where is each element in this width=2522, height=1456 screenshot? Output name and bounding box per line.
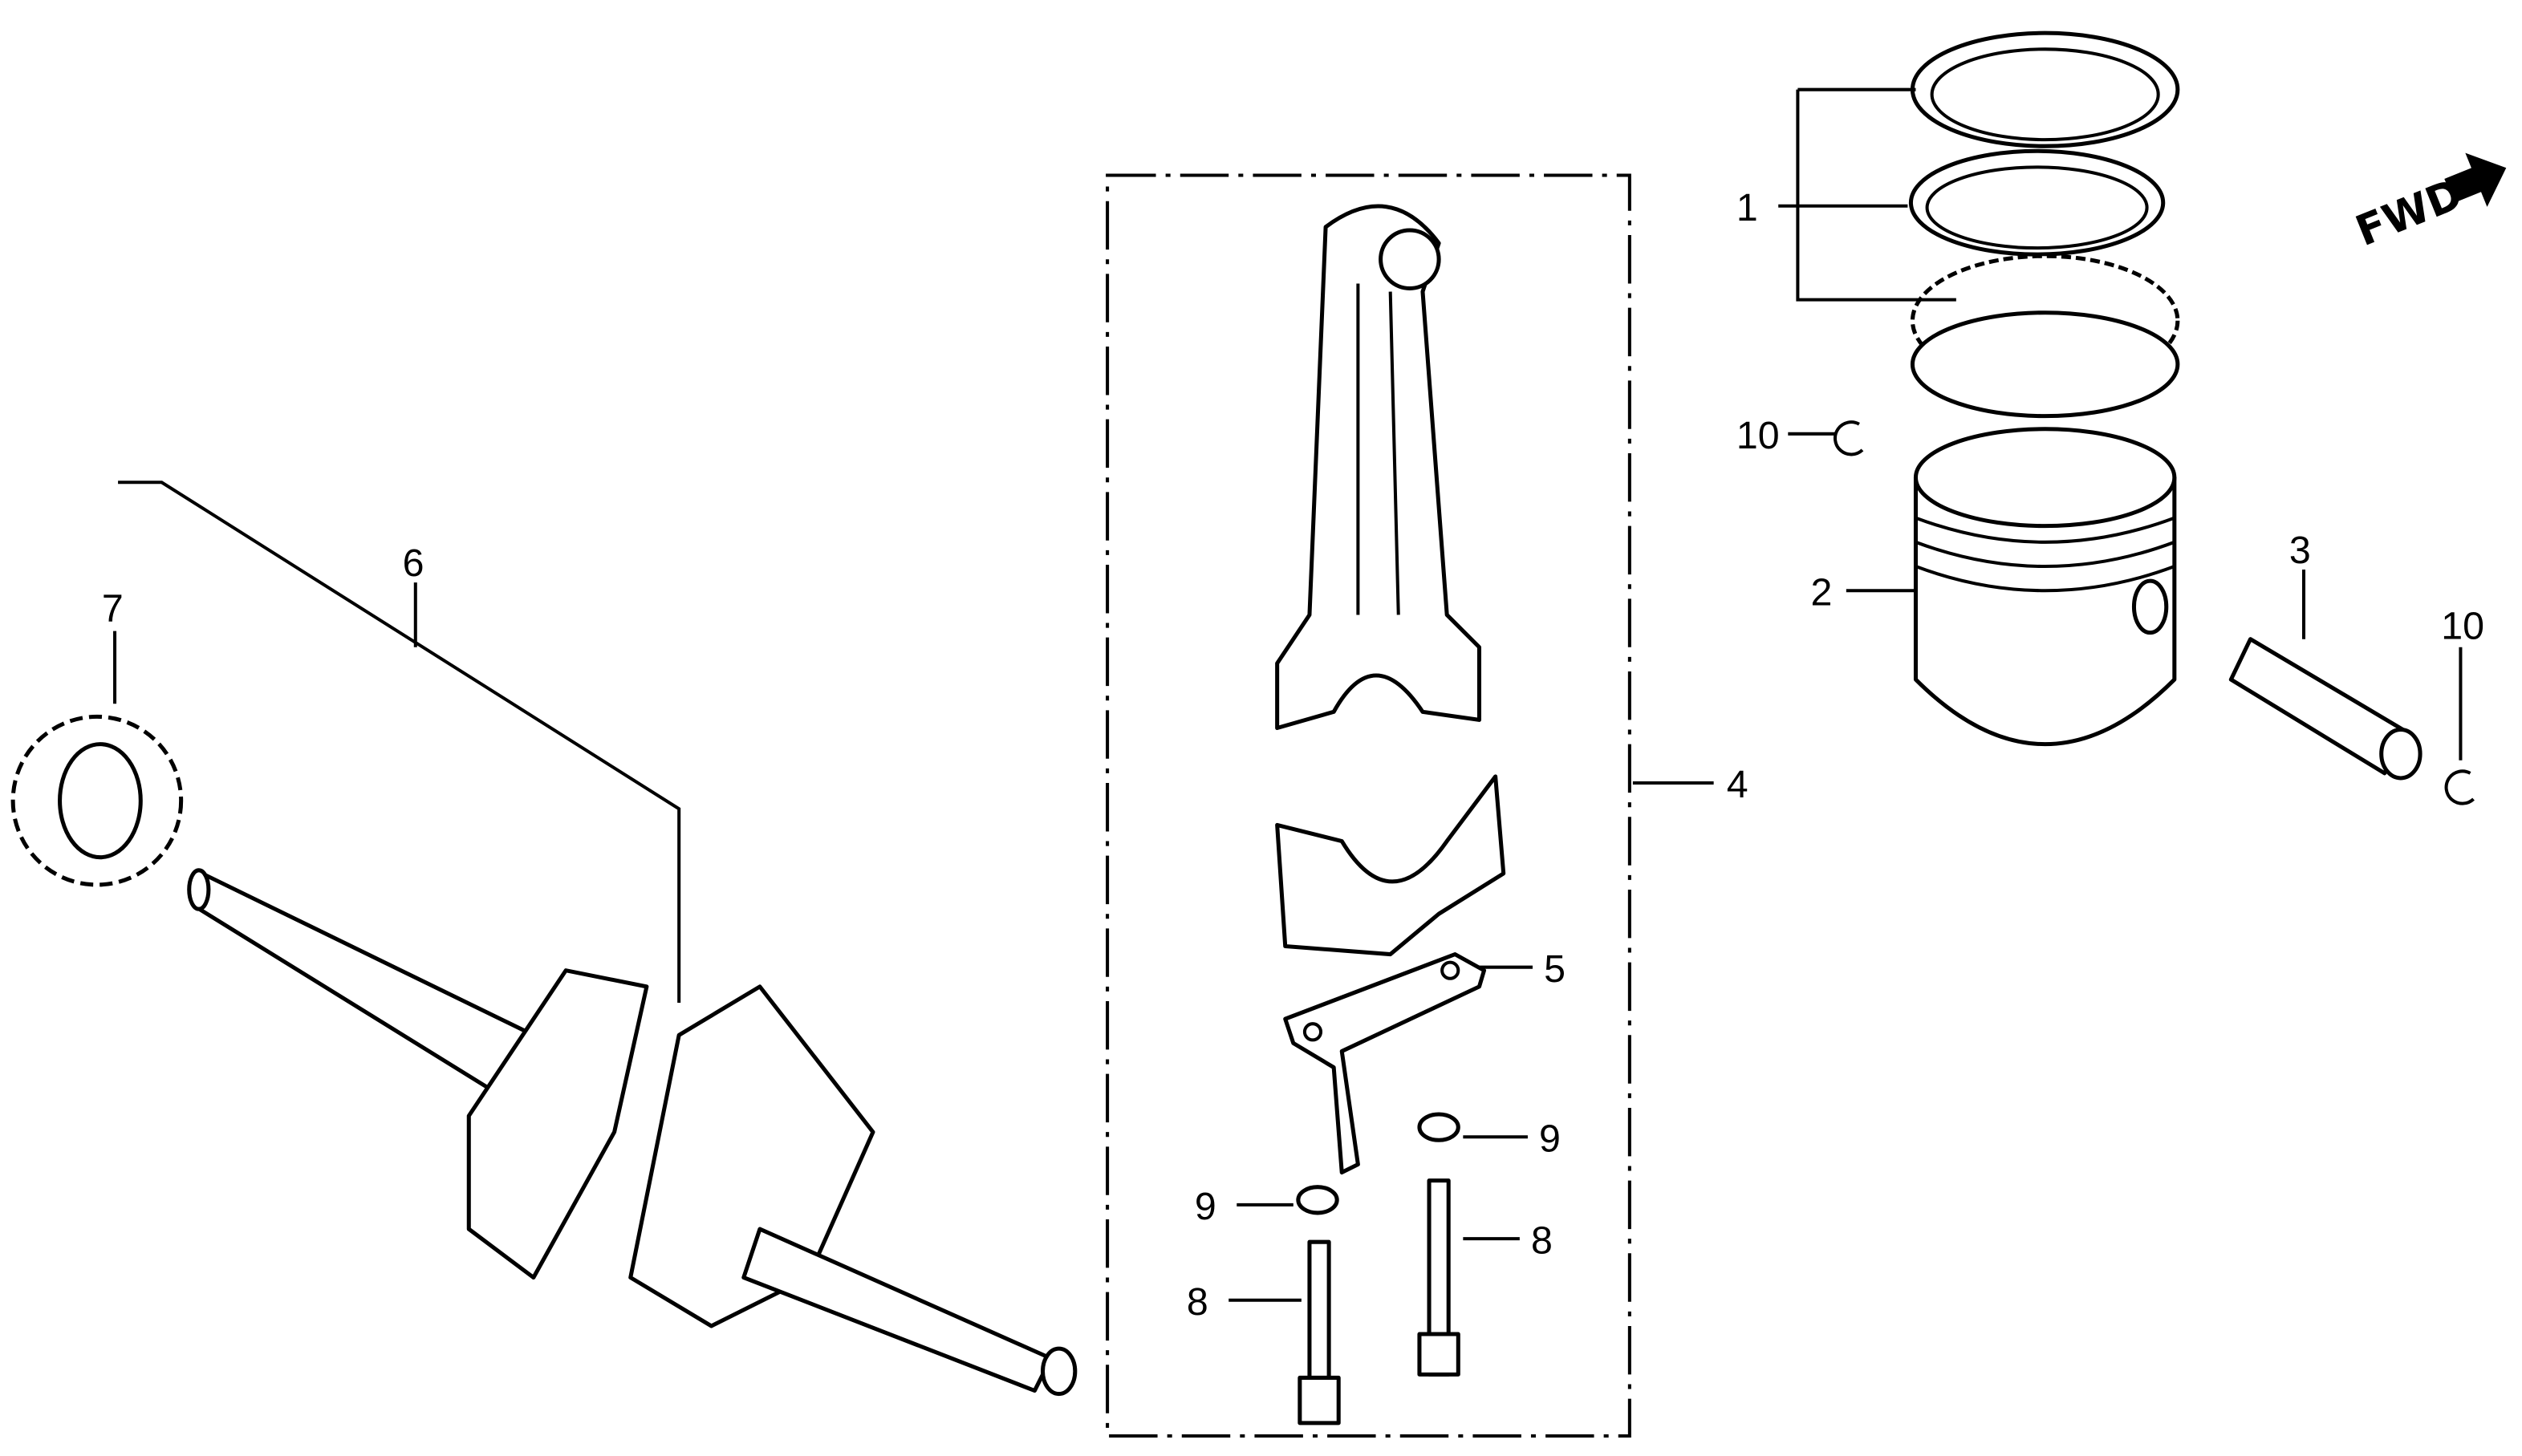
callout-8: 8 [1531,1219,1553,1262]
callout-5: 5 [1544,947,1566,991]
callout-9: 9 [1195,1185,1216,1228]
connecting-rod [1275,204,1482,731]
forward-direction-indicator: FWD [2349,152,2507,256]
callout-10: 10 [1736,414,1780,457]
crankshaft [187,868,1078,1397]
connecting-rod-assembly-box [1106,173,1631,1438]
rod-bolt [1298,1239,1341,1426]
piston-pin [2228,637,2423,781]
piston-pin-clip [2444,769,2475,805]
leader-lines [113,87,2463,1302]
rod-cap [1275,774,1506,957]
timing-gear [10,714,184,887]
piston-pin-clip [1834,420,1864,456]
piston [1913,427,2177,746]
piston-rings [1908,30,2180,419]
callout-7: 7 [102,587,124,631]
callout-1: 1 [1736,186,1758,229]
callout-2: 2 [1811,570,1833,614]
lock-plate [1283,952,1487,1175]
callout-6: 6 [403,541,424,585]
callout-4: 4 [1727,763,1748,806]
callout-9: 9 [1539,1117,1561,1160]
washer [1417,1112,1460,1142]
washer [1296,1185,1339,1215]
callout-3: 3 [2289,529,2311,572]
callout-10: 10 [2441,605,2484,648]
callout-8: 8 [1187,1280,1208,1324]
forward-arrow-icon [2444,152,2507,207]
rod-bolt [1417,1178,1460,1377]
